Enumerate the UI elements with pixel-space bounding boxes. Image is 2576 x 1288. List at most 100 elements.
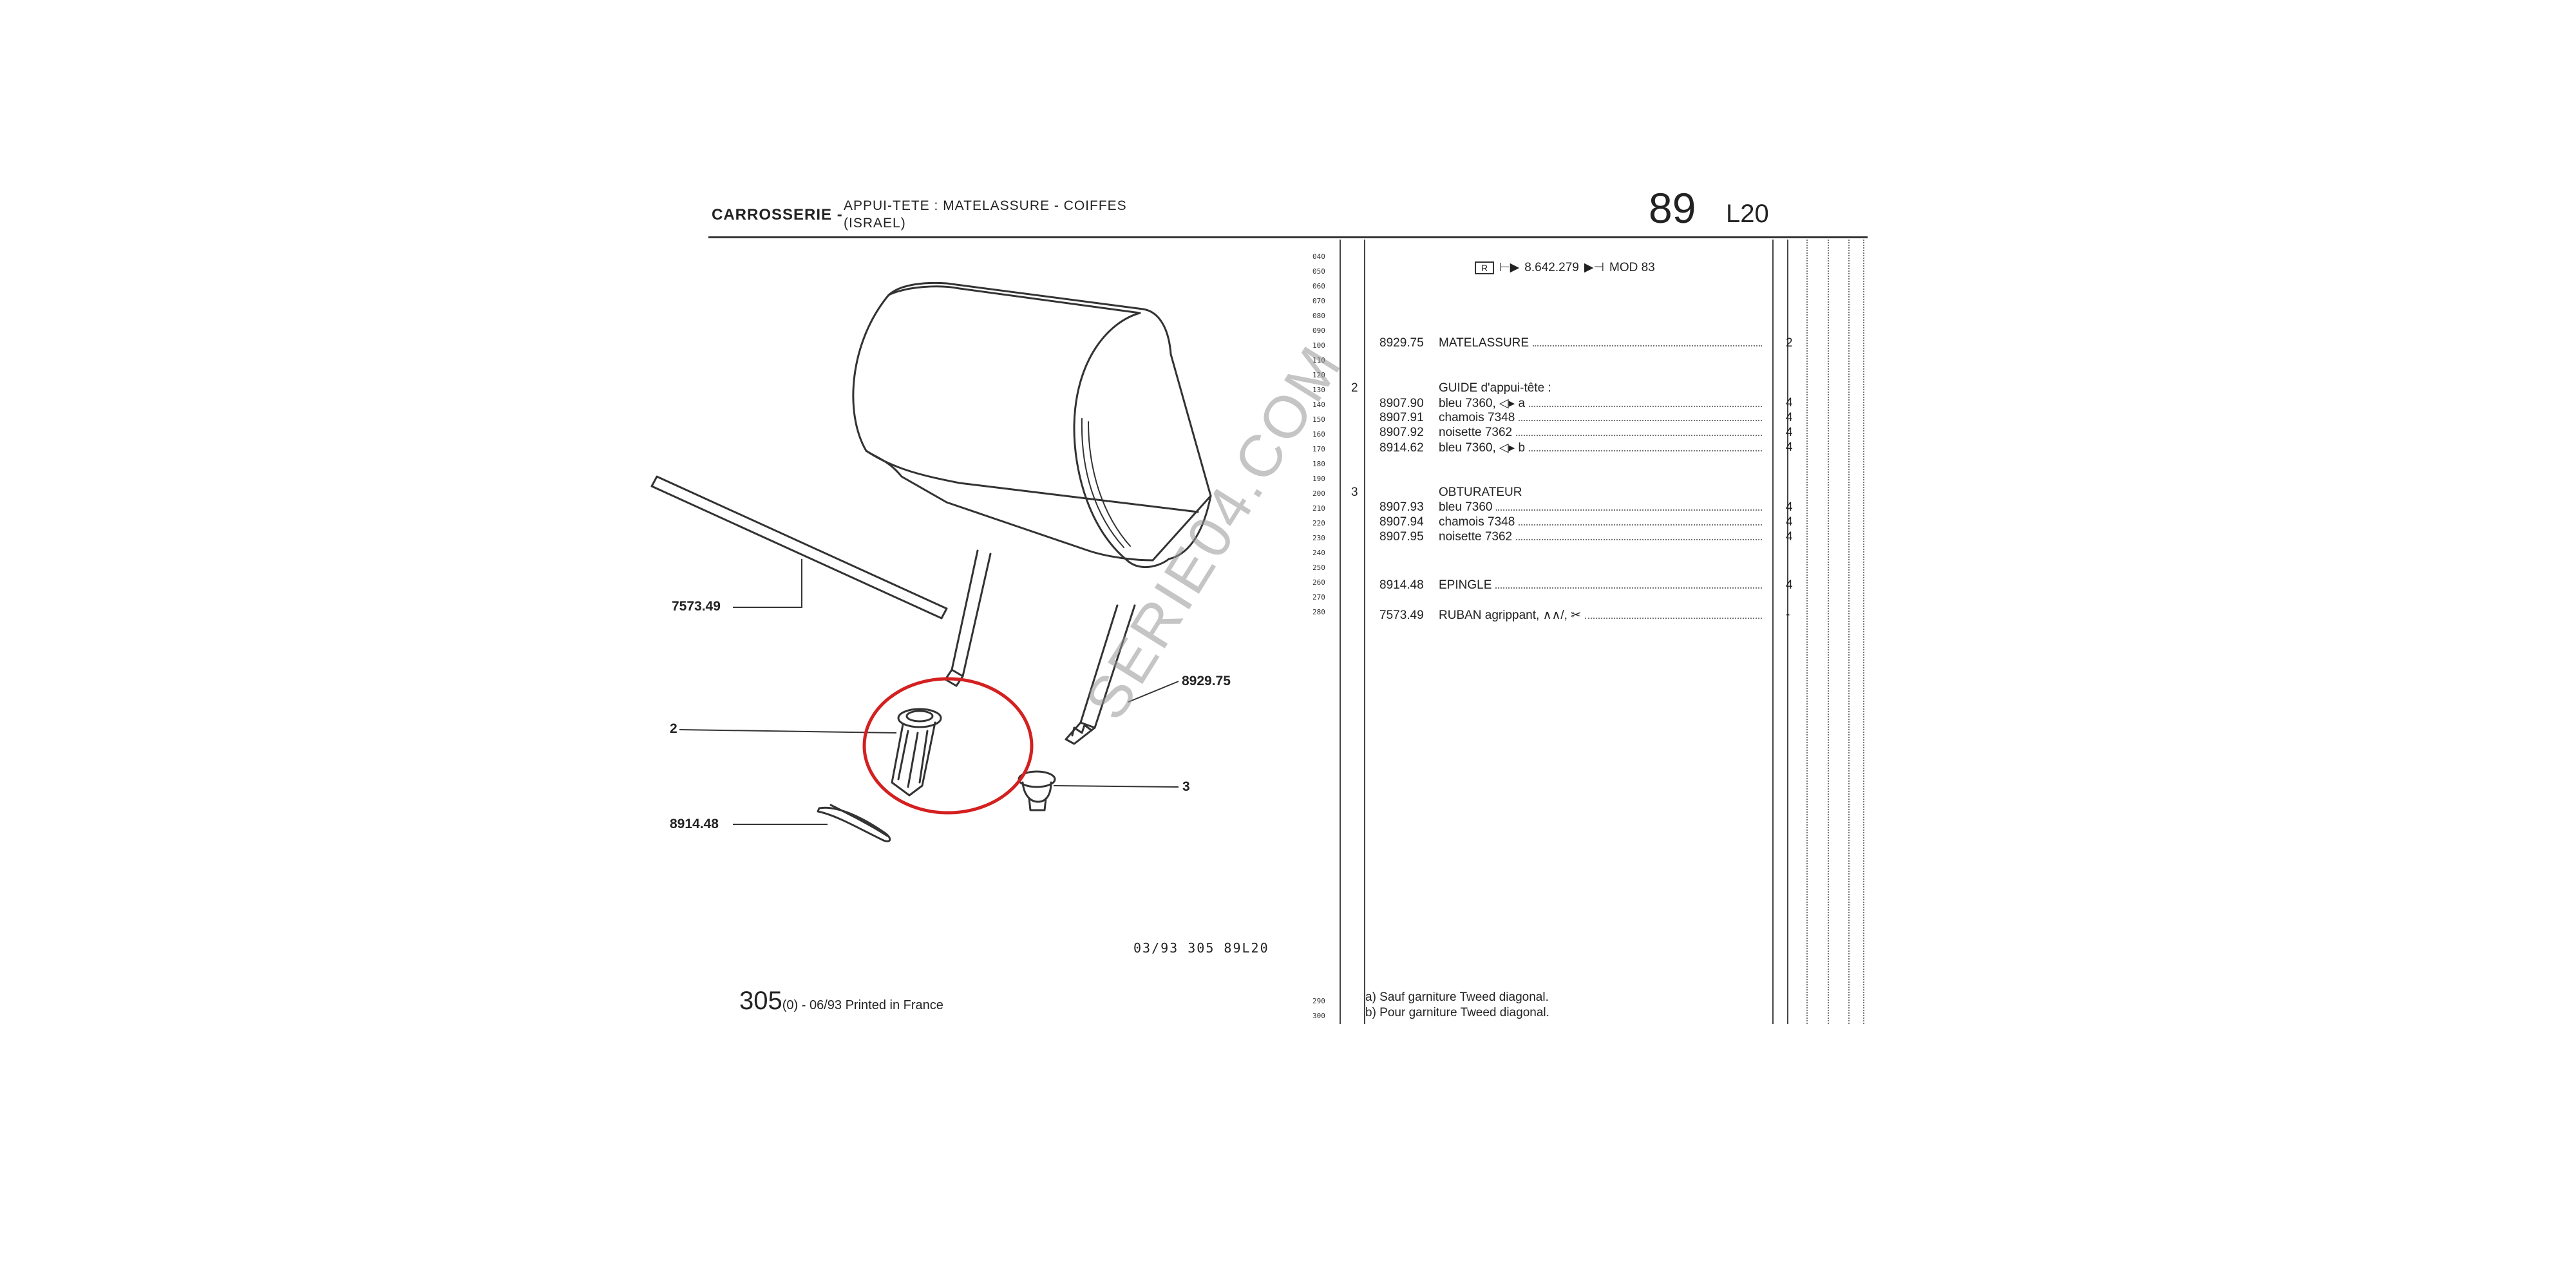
- line-number: 090: [1312, 327, 1325, 335]
- page-number: 89: [1649, 184, 1696, 232]
- line-number: 060: [1312, 282, 1325, 290]
- serial-note-start: 8.642.279: [1524, 260, 1579, 274]
- leader-obturateur: [1053, 785, 1179, 788]
- line-number: 130: [1312, 386, 1325, 394]
- line-number: 190: [1312, 475, 1325, 483]
- headrest-cushion: [852, 281, 1212, 569]
- part-ref: 8907.90: [1379, 397, 1424, 410]
- line-number: 170: [1312, 445, 1325, 453]
- line-number: 160: [1312, 430, 1325, 439]
- part-ref: 8907.93: [1379, 500, 1424, 514]
- group-heading: OBTURATEUR: [1439, 486, 1522, 499]
- line-number: 150: [1312, 415, 1325, 424]
- part-row: 7573.49 RUBAN agrippant, ∧∧/, ✂: [1379, 608, 1766, 623]
- line-number: 100: [1312, 341, 1325, 350]
- column-divider-qty: [1772, 240, 1774, 1024]
- footnote-b: b) Pour garniture Tweed diagonal.: [1365, 1006, 1549, 1019]
- part-qty: 4: [1786, 426, 1793, 439]
- column-divider-fig: [1364, 240, 1365, 1024]
- exploded-view-drawing: [650, 281, 1212, 842]
- serial-note: R ⊢▶ 8.642.279 ▶⊣ MOD 83: [1475, 260, 1655, 275]
- part-designation: MATELASSURE: [1439, 336, 1530, 350]
- column-guide-1: [1806, 240, 1808, 1024]
- part-row: 8914.62 bleu 7360, ◁▸ b: [1379, 440, 1766, 455]
- page-footer: 305(0) - 06/93 Printed in France: [739, 987, 943, 1016]
- part-designation: chamois 7348: [1439, 411, 1515, 424]
- part-qty: 4: [1786, 396, 1793, 410]
- part-row: 8907.91 chamois 7348: [1379, 411, 1766, 425]
- part-ref: 8929.75: [1379, 336, 1424, 350]
- part-row: 8914.48 EPINGLE: [1379, 578, 1766, 592]
- part-ref: 8907.92: [1379, 426, 1424, 439]
- callout-guide: 2: [670, 721, 677, 736]
- arrow-right-icon: ⊢▶: [1499, 261, 1520, 274]
- footer-suffix: (0) - 06/93 Printed in France: [782, 998, 943, 1012]
- line-number: 070: [1312, 297, 1325, 305]
- line-number: 280: [1312, 608, 1325, 616]
- line-number: 300: [1312, 1012, 1325, 1020]
- part-designation: noisette 7362: [1439, 426, 1513, 439]
- leader-lines: [679, 559, 1179, 825]
- line-number: 270: [1312, 593, 1325, 601]
- title-line-1: APPUI-TETE : MATELASSURE - COIFFES: [844, 198, 1127, 213]
- callout-matelassure: 8929.75: [1182, 674, 1231, 688]
- section-title: CARROSSERIE -: [712, 206, 843, 223]
- part-ref: 8907.94: [1379, 515, 1424, 529]
- line-number: 080: [1312, 312, 1325, 320]
- line-number: 210: [1312, 504, 1325, 513]
- part-designation: EPINGLE: [1439, 578, 1492, 592]
- ruban-strip: [650, 475, 948, 620]
- serial-note-end: MOD 83: [1609, 260, 1655, 274]
- part-qty: 4: [1786, 500, 1793, 514]
- epingle-clip: [817, 804, 891, 842]
- fig-number: 3: [1351, 486, 1358, 499]
- headrest-rod-right: [1065, 604, 1136, 745]
- fig-number: 2: [1351, 381, 1358, 395]
- part-designation: bleu 7360, ◁▸ b: [1439, 441, 1526, 455]
- column-guide-2: [1828, 240, 1829, 1024]
- part-row: 8907.92 noisette 7362: [1379, 426, 1766, 440]
- footer-model: 305: [739, 987, 782, 1015]
- part-ref: 8914.48: [1379, 578, 1424, 592]
- line-number: 220: [1312, 519, 1325, 527]
- line-number: 240: [1312, 549, 1325, 557]
- part-row: 8929.75 MATELASSURE: [1379, 336, 1766, 350]
- part-designation: chamois 7348: [1439, 515, 1515, 529]
- line-number: 180: [1312, 460, 1325, 468]
- obturateur-part: [1018, 770, 1056, 811]
- leader-ruban: [733, 559, 802, 608]
- line-number: 120: [1312, 371, 1325, 379]
- part-row: 8907.95 noisette 7362: [1379, 530, 1766, 544]
- column-divider-qty-right: [1787, 240, 1788, 1024]
- footnote-a: a) Sauf garniture Tweed diagonal.: [1365, 990, 1549, 1004]
- part-designation: bleu 7360: [1439, 500, 1493, 514]
- part-qty: 4: [1786, 530, 1793, 544]
- leader-matelassure: [1128, 681, 1179, 703]
- callout-epingle: 8914.48: [670, 817, 719, 831]
- leader-guide: [679, 729, 897, 734]
- column-divider-left: [1340, 240, 1341, 1024]
- title-line-2: (ISRAEL): [844, 216, 906, 231]
- line-number: 200: [1312, 489, 1325, 498]
- part-ref: 8907.91: [1379, 411, 1424, 424]
- part-designation: RUBAN agrippant, ∧∧/, ✂: [1439, 609, 1582, 622]
- part-row: 8907.94 chamois 7348: [1379, 515, 1766, 529]
- column-guide-4: [1863, 240, 1864, 1024]
- part-row: 8907.93 bleu 7360: [1379, 500, 1766, 515]
- line-number: 110: [1312, 356, 1325, 365]
- line-number: 040: [1312, 252, 1325, 261]
- guide-part: [891, 708, 942, 797]
- part-qty: 4: [1786, 440, 1793, 454]
- column-guide-3: [1848, 240, 1850, 1024]
- group-heading: GUIDE d'appui-tête :: [1439, 381, 1551, 395]
- highlight-circle: [862, 677, 1034, 815]
- part-ref: 7573.49: [1379, 609, 1424, 622]
- part-row: 8907.90 bleu 7360, ◁▸ a: [1379, 396, 1766, 411]
- part-qty: 4: [1786, 411, 1793, 424]
- page-code: L20: [1726, 200, 1769, 228]
- line-number: 140: [1312, 401, 1325, 409]
- header-rule: [708, 236, 1868, 238]
- part-qty: 4: [1786, 515, 1793, 529]
- page-title: APPUI-TETE : MATELASSURE - COIFFES (ISRA…: [844, 197, 1127, 232]
- part-designation: noisette 7362: [1439, 530, 1513, 544]
